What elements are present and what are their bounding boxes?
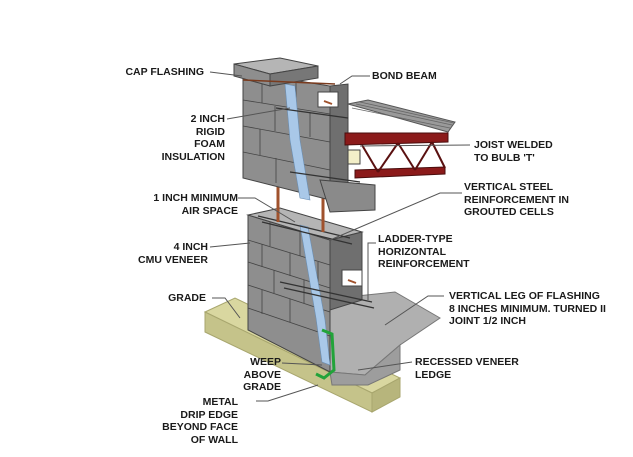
label-cmu-veneer: 4 INCH CMU VENEER (138, 241, 208, 266)
label-line: VERTICAL LEG OF FLASHING (449, 290, 600, 302)
bond-beam-rebar (323, 100, 333, 105)
leader-drip-edge (256, 384, 319, 402)
upper-horizontal-reinforcement (275, 107, 361, 183)
label-drip-edge: METAL DRIP EDGE BEYOND FACE OF WALL (162, 396, 238, 446)
deck-ribs (351, 101, 455, 129)
steel-deck (347, 99, 456, 133)
label-line: GRADE (243, 381, 281, 393)
label-line: 8 INCHES MINIMUM. TURNED II (449, 302, 606, 315)
label-line: WEEP (250, 356, 281, 368)
leader-bond-beam (339, 75, 370, 85)
label-line: RECESSED VENEER (415, 356, 519, 368)
label-line: BOND BEAM (372, 70, 437, 82)
label-joist-welded: JOIST WELDED TO BULB 'T' (474, 139, 553, 164)
lower-upper-block (319, 179, 376, 213)
foundation-front (329, 343, 401, 386)
leader-ladder-type (367, 242, 376, 300)
label-line: DRIP EDGE (180, 408, 238, 421)
label-line: REINFORCEMENT IN (464, 193, 569, 206)
leader-air-space (238, 197, 296, 223)
cap-flashing-strip (242, 79, 336, 85)
label-bond-beam: BOND BEAM (372, 70, 437, 83)
label-line: AIR SPACE (181, 204, 238, 217)
leader-recessed-ledge (357, 361, 413, 371)
label-recessed-ledge: RECESSED VENEER LEDGE (415, 356, 519, 381)
upper-insulation (284, 83, 311, 201)
label-line: BEYOND FACE (162, 421, 238, 433)
label-vertical-steel: VERTICAL STEEL REINFORCEMENT IN GROUTED … (464, 181, 569, 219)
label-weep: WEEP ABOVE GRADE (243, 356, 281, 394)
leader-cap-flashing (209, 71, 243, 77)
joist-top-chord (344, 132, 449, 146)
label-cap-flashing: CAP FLASHING (125, 66, 204, 79)
label-rigid-foam: 2 INCH RIGID FOAM INSULATION (162, 113, 225, 163)
bond-beam-cell (317, 91, 339, 108)
label-line: METAL (202, 396, 238, 408)
label-line: GROUTED CELLS (464, 206, 554, 218)
label-line: 2 INCH (190, 113, 225, 125)
label-line: ABOVE (243, 368, 281, 381)
through-wall-flashing (315, 328, 336, 380)
footing-end (371, 377, 401, 413)
label-line: 4 INCH (173, 241, 208, 253)
label-line: OF WALL (190, 433, 238, 446)
leader-vertical-steel (329, 192, 462, 241)
rebar-stub (347, 279, 357, 284)
joist-bottom-chord (354, 166, 446, 179)
leader-lines (209, 71, 471, 402)
label-line: JOINT 1/2 INCH (449, 315, 527, 327)
label-line: REINFORCEMENT (378, 258, 470, 270)
label-line: CAP FLASHING (125, 66, 204, 78)
label-line: TO BULB 'T' (474, 151, 535, 164)
label-line: LEDGE (415, 368, 452, 381)
label-line: GRADE (168, 292, 206, 304)
label-line: 1 INCH MINIMUM (153, 192, 238, 204)
label-vertical-leg: VERTICAL LEG OF FLASHING 8 INCHES MINIMU… (449, 290, 606, 328)
leader-weep (281, 362, 323, 366)
label-line: JOIST WELDED (474, 139, 553, 151)
joist-webs (361, 141, 446, 173)
leader-cmu-veneer (209, 242, 251, 248)
lower-bond-cell (341, 269, 363, 287)
label-line: INSULATION (161, 150, 225, 163)
label-line: FOAM (194, 138, 225, 150)
label-line: CMU VENEER (137, 253, 208, 266)
label-line: HORIZONTAL (378, 245, 447, 258)
label-line: RIGID (195, 125, 225, 138)
label-line: LADDER-TYPE (378, 233, 453, 245)
ledger-cell (347, 149, 361, 165)
ladder-reinforcement (257, 215, 375, 309)
leader-vertical-leg (384, 295, 444, 326)
leader-grade (212, 297, 241, 319)
leader-joist (359, 144, 471, 147)
label-grade: GRADE (168, 292, 206, 305)
label-ladder-type: LADDER-TYPE HORIZONTAL REINFORCEMENT (378, 233, 470, 271)
label-air-space: 1 INCH MINIMUM AIR SPACE (153, 192, 238, 217)
label-line: VERTICAL STEEL (464, 181, 554, 193)
leader-rigid-foam (226, 107, 291, 120)
